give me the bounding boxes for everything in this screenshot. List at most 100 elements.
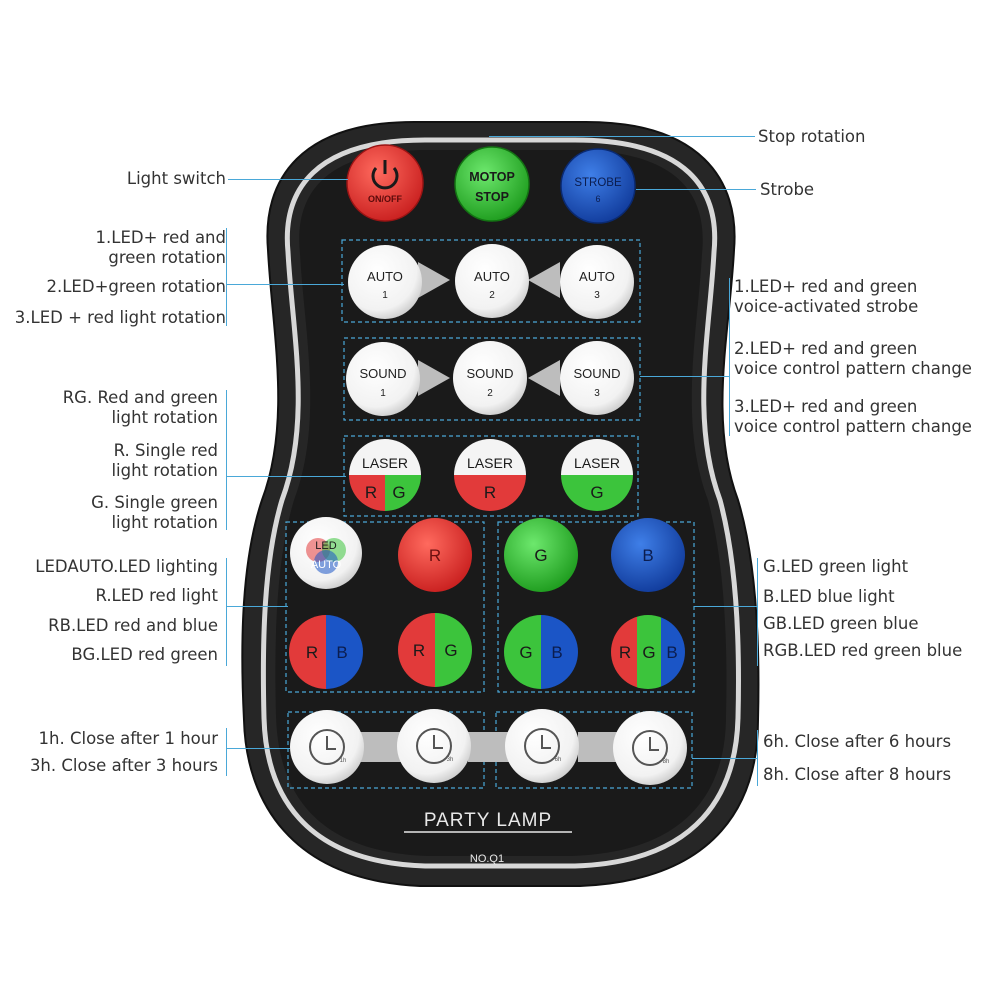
led-red-letter: R xyxy=(429,546,441,565)
color-note-r: R.LED red light xyxy=(95,586,218,605)
led-green-button[interactable]: G xyxy=(504,518,578,592)
light-switch-leader xyxy=(228,179,348,180)
auto-3-button[interactable]: AUTO 3 xyxy=(560,245,634,319)
laser-note-rg-b: light rotation xyxy=(111,408,218,427)
power-label: ON/OFF xyxy=(368,194,402,204)
laser-r-button[interactable]: LASER R xyxy=(454,439,526,511)
led-rg-letter-g: G xyxy=(444,641,457,660)
motor-stop-label-2: STOP xyxy=(475,190,509,204)
color-right-bracket xyxy=(757,558,758,666)
led-red-button[interactable]: R xyxy=(398,518,472,592)
auto-bracket xyxy=(226,228,227,326)
color-note-bg: BG.LED red green xyxy=(71,645,218,664)
power-icon xyxy=(371,160,399,190)
led-gb-letter-g: G xyxy=(519,643,532,662)
sound-bracket xyxy=(729,278,730,436)
clock-icon xyxy=(416,728,452,764)
auto-note-2: 2.LED+green rotation xyxy=(46,277,227,296)
auto-3-label: AUTO xyxy=(579,269,615,284)
led-auto-button[interactable]: LED AUTO xyxy=(290,517,362,589)
sound-2-button[interactable]: SOUND 2 xyxy=(453,341,527,415)
stop-rotation-leader xyxy=(489,136,755,137)
brand-title: PARTY LAMP xyxy=(424,810,552,831)
laser-note-r-a: R. Single red xyxy=(113,441,218,460)
light-switch-label: Light switch xyxy=(126,169,226,188)
sound-1-num: 1 xyxy=(380,388,386,399)
auto-1-num: 1 xyxy=(382,290,388,301)
clock-icon xyxy=(632,730,668,766)
laser-r-label: LASER xyxy=(467,455,513,471)
led-rgb-letter-b: B xyxy=(666,643,677,662)
led-blue-letter: B xyxy=(642,546,653,565)
sound-note-3a: 3.LED+ red and green xyxy=(734,397,918,416)
sound-note-2b: voice control pattern change xyxy=(734,359,972,378)
timer-1h-button[interactable]: 1h xyxy=(290,710,364,784)
led-rg-letter-r: R xyxy=(413,641,425,660)
remote-body-ring xyxy=(260,137,741,869)
laser-leader xyxy=(226,476,346,477)
color-note-rgb: RGB.LED red green blue xyxy=(763,641,963,660)
timer-note-3h: 3h. Close after 3 hours xyxy=(29,756,218,775)
motor-stop-label-1: MOTOP xyxy=(469,170,515,184)
timer-left-bracket xyxy=(226,728,227,776)
auto-leader xyxy=(226,284,344,285)
strobe-button[interactable]: STROBE 6 xyxy=(560,148,636,224)
auto-3-num: 3 xyxy=(594,290,600,301)
led-rg-button[interactable]: R G xyxy=(398,613,472,687)
stop-rotation-label: Stop rotation xyxy=(758,127,866,146)
sound-3-button[interactable]: SOUND 3 xyxy=(560,341,634,415)
led-rb-letter-r: R xyxy=(306,643,318,662)
timer-3h-button[interactable]: 3h xyxy=(397,709,471,783)
timer-note-6h: 6h. Close after 6 hours xyxy=(763,732,952,751)
laser-rg-letter-g: G xyxy=(392,483,405,502)
sound-leader xyxy=(640,376,730,377)
laser-rg-label: LASER xyxy=(362,455,408,471)
clock-icon xyxy=(524,728,560,764)
auto-note-1b: green rotation xyxy=(108,248,226,267)
model-number: NO.Q1 xyxy=(470,853,504,865)
laser-note-rg-a: RG. Red and green xyxy=(62,388,218,407)
led-gb-button[interactable]: G B xyxy=(504,615,578,689)
laser-g-button[interactable]: LASER G xyxy=(561,439,633,511)
color-note-rb: RB.LED red and blue xyxy=(48,616,218,635)
clock-icon xyxy=(309,729,345,765)
timer-right-leader xyxy=(692,758,758,759)
sound-2-num: 2 xyxy=(487,388,493,399)
laser-bracket xyxy=(226,390,227,530)
color-note-g: G.LED green light xyxy=(763,557,909,576)
laser-rg-button[interactable]: LASER R G xyxy=(349,439,421,511)
laser-g-letter: G xyxy=(590,483,603,502)
motor-stop-button[interactable]: MOTOP STOP xyxy=(454,146,530,222)
timer-note-8h: 8h. Close after 8 hours xyxy=(763,765,952,784)
color-left-leader xyxy=(226,606,288,607)
timer-left-leader xyxy=(226,748,290,749)
timer-8h-button[interactable]: 8h xyxy=(613,711,687,785)
laser-note-r-b: light rotation xyxy=(111,461,218,480)
led-blue-button[interactable]: B xyxy=(611,518,685,592)
sound-1-label: SOUND xyxy=(360,366,407,381)
auto-1-button[interactable]: AUTO 1 xyxy=(348,245,422,319)
auto-note-1a: 1.LED+ red and xyxy=(95,228,226,247)
timer-6h-sub: 6h xyxy=(555,757,562,763)
sound-1-button[interactable]: SOUND 1 xyxy=(346,342,420,416)
led-auto-label-2: AUTO xyxy=(311,559,342,571)
led-rgb-letter-g: G xyxy=(642,643,655,662)
group-outlines xyxy=(285,239,695,789)
strobe-label-2: 6 xyxy=(595,194,600,204)
color-note-gb: GB.LED green blue xyxy=(763,614,919,633)
sound-3-num: 3 xyxy=(594,388,600,399)
laser-g-label: LASER xyxy=(574,455,620,471)
power-button[interactable]: ON/OFF xyxy=(346,144,424,222)
color-right-leader xyxy=(694,606,758,607)
auto-2-button[interactable]: AUTO 2 xyxy=(455,244,529,318)
color-left-bracket xyxy=(226,558,227,666)
auto-1-label: AUTO xyxy=(367,269,403,284)
led-rb-letter-b: B xyxy=(336,643,347,662)
led-rgb-letter-r: R xyxy=(619,643,631,662)
timer-6h-button[interactable]: 6h xyxy=(505,709,579,783)
sound-note-2a: 2.LED+ red and green xyxy=(734,339,918,358)
sound-3-label: SOUND xyxy=(574,366,621,381)
led-rb-button[interactable]: R B xyxy=(289,615,363,689)
strobe-leader xyxy=(636,189,756,190)
